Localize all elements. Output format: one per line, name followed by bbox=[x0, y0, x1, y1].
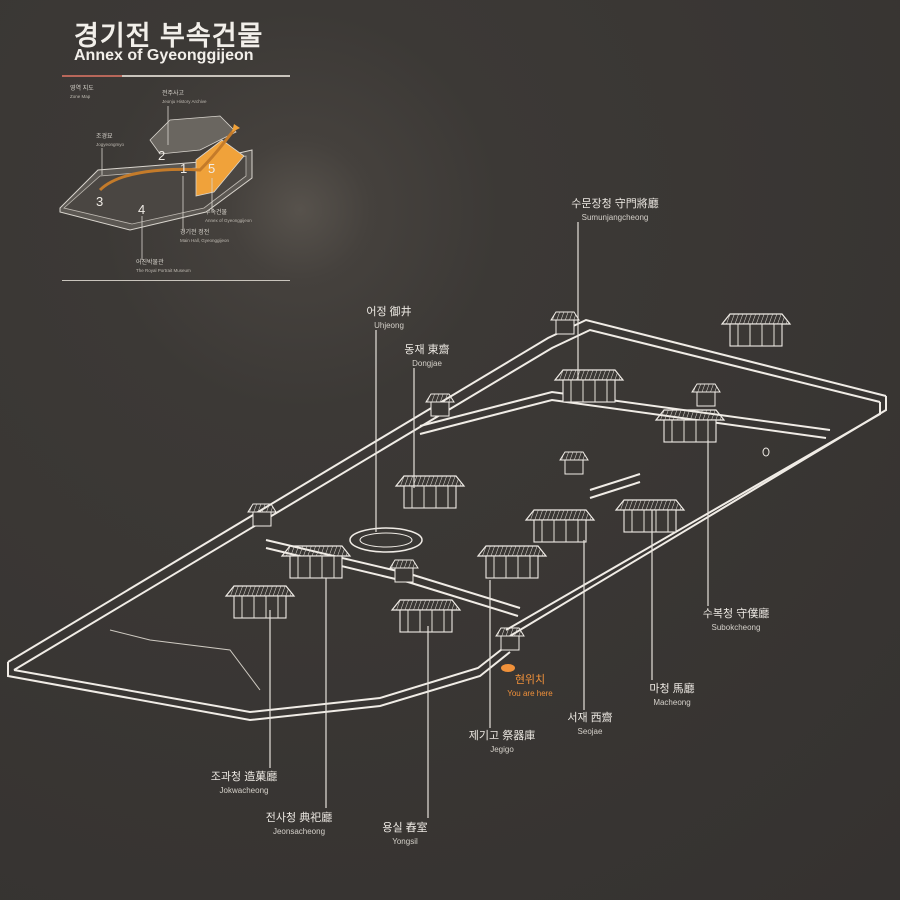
tree-marker bbox=[762, 447, 770, 457]
title-divider-accent bbox=[62, 75, 122, 77]
zone-number-3: 3 bbox=[96, 194, 103, 209]
leader-lines bbox=[269, 222, 709, 818]
zone-number-1: 1 bbox=[180, 161, 187, 176]
gate-east bbox=[691, 383, 721, 407]
zone-number-5: 5 bbox=[208, 161, 215, 176]
zone-map-drawing: 2 3 1 5 4 bbox=[59, 106, 253, 260]
hall-dongjae bbox=[395, 475, 465, 509]
hall-sumunjangcheong bbox=[554, 369, 624, 403]
hall-seojae bbox=[525, 509, 595, 543]
gate-north bbox=[550, 311, 580, 335]
hall-jokwacheong bbox=[225, 585, 295, 619]
buildings bbox=[225, 311, 791, 651]
hall-north-pavilion bbox=[721, 313, 791, 347]
hall-macheong bbox=[615, 499, 685, 533]
title-korean: 경기전 부속건물 bbox=[74, 21, 264, 51]
hall-jegigo bbox=[477, 545, 547, 579]
gate-inner bbox=[425, 393, 455, 417]
gate-center bbox=[559, 451, 589, 475]
hall-subokcheong bbox=[655, 409, 725, 443]
hall-yongsil bbox=[391, 599, 461, 633]
zone-number-2: 2 bbox=[158, 148, 165, 163]
zone-number-4: 4 bbox=[138, 202, 145, 217]
you-are-here-marker bbox=[501, 664, 515, 672]
gate-entrance bbox=[495, 627, 525, 651]
title-divider bbox=[62, 75, 290, 77]
uhjeong-well bbox=[359, 532, 413, 548]
title-english: Annex of Gyeonggijeon bbox=[74, 47, 254, 64]
zone-map-divider bbox=[62, 280, 290, 281]
hall-jeonsacheong bbox=[281, 545, 351, 579]
compound-walls bbox=[7, 318, 887, 722]
uhjeong-well-enclosure bbox=[349, 527, 423, 553]
